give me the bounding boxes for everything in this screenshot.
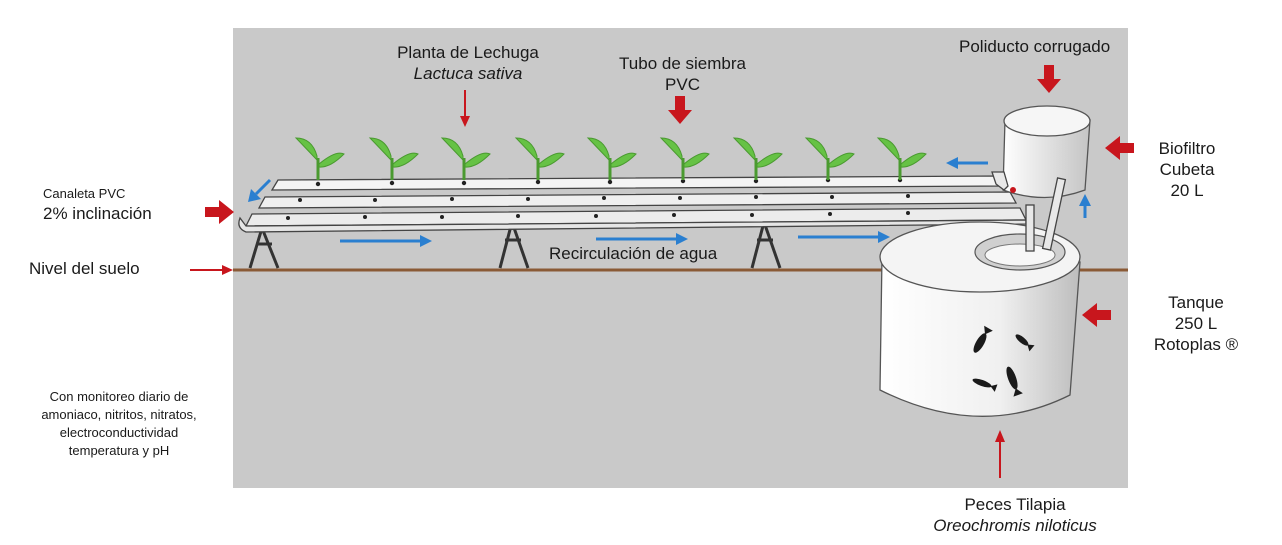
red-arrow-icon — [995, 430, 1005, 478]
label-tube: Tubo de siembra PVC — [600, 53, 765, 95]
tube-line2: PVC — [665, 75, 700, 94]
red-arrow-icon — [205, 200, 234, 224]
fish-scientific-name: Oreochromis niloticus — [933, 516, 1097, 535]
tank-line3: Rotoplas ® — [1153, 335, 1239, 354]
fish-tank — [879, 221, 1081, 417]
red-arrow-icon — [460, 90, 470, 127]
seedling-icon — [368, 137, 419, 180]
label-fish: Peces Tilapia Oreochromis niloticus — [905, 494, 1125, 536]
plant-scientific-name: Lactuca sativa — [413, 64, 523, 83]
biofilter-bucket — [1002, 105, 1091, 199]
caption-area-blank — [850, 488, 1128, 545]
plant-common-name: Planta de Lechuga — [397, 43, 539, 62]
label-tank: Tanque 250 L Rotoplas ® — [1136, 292, 1256, 355]
biofilter-line1: Biofiltro — [1158, 139, 1216, 158]
seedling-icon — [804, 137, 855, 180]
monitor-line3: electroconductividad — [59, 425, 179, 440]
label-ground: Nivel del suelo — [29, 259, 140, 278]
biofilter-line2: Cubeta — [1159, 160, 1215, 179]
label-duct: Poliducto corrugado — [959, 37, 1111, 56]
seedling-icon — [586, 137, 637, 180]
blue-arrow-icon — [798, 231, 890, 243]
monitor-line1: Con monitoreo diario de — [49, 389, 189, 404]
monitor-line4: temperatura y pH — [68, 443, 170, 458]
seedling-icon — [659, 137, 710, 180]
tilapia-fish — [972, 325, 1035, 397]
gutter-line1: Canaleta PVC — [43, 186, 126, 201]
tube-line1: Tubo de siembra — [619, 54, 746, 73]
red-arrow-icon — [668, 96, 692, 124]
label-plant: Planta de Lechuga Lactuca sativa — [378, 42, 558, 84]
tank-line2: 250 L — [1174, 314, 1218, 333]
callout-arrows — [190, 65, 1134, 478]
pvc-grow-tubes — [244, 175, 1028, 227]
fish-icon — [1006, 366, 1023, 397]
pipe-connector — [1010, 187, 1016, 193]
blue-arrow-icon — [596, 233, 688, 245]
lettuce-seedlings — [294, 137, 927, 180]
seedling-icon — [294, 137, 345, 180]
fish-common-name: Peces Tilapia — [964, 495, 1066, 514]
red-arrow-icon — [1105, 136, 1134, 160]
fish-icon — [972, 378, 998, 392]
gutter-line2: 2% inclinación — [43, 204, 152, 223]
label-monitoring: Con monitoreo diario de amoniaco, nitrit… — [12, 388, 226, 460]
red-arrow-icon — [1037, 65, 1061, 93]
blue-arrow-icon — [340, 235, 432, 247]
water-flow-arrows — [248, 157, 1091, 247]
seedling-icon — [440, 137, 491, 180]
tank-line1: Tanque — [1168, 293, 1224, 312]
label-biofilter: Biofiltro Cubeta 20 L — [1142, 138, 1232, 201]
seedling-icon — [514, 137, 565, 180]
red-arrow-icon — [1082, 303, 1111, 327]
blue-arrow-icon — [248, 178, 272, 202]
blue-arrow-icon — [1079, 194, 1091, 218]
fish-icon — [1015, 334, 1035, 352]
seedling-icon — [732, 137, 783, 180]
connecting-pipes — [991, 171, 1067, 252]
label-gutter: Canaleta PVC 2% inclinación — [43, 185, 152, 224]
seedling-icon — [876, 137, 927, 180]
monitor-line2: amoniaco, nitritos, nitratos, — [41, 407, 197, 422]
label-recirculation: Recirculación de agua — [549, 244, 718, 263]
red-arrow-icon — [190, 265, 233, 275]
blue-arrow-icon — [946, 157, 988, 169]
fish-icon — [973, 325, 993, 353]
biofilter-line3: 20 L — [1170, 181, 1204, 200]
